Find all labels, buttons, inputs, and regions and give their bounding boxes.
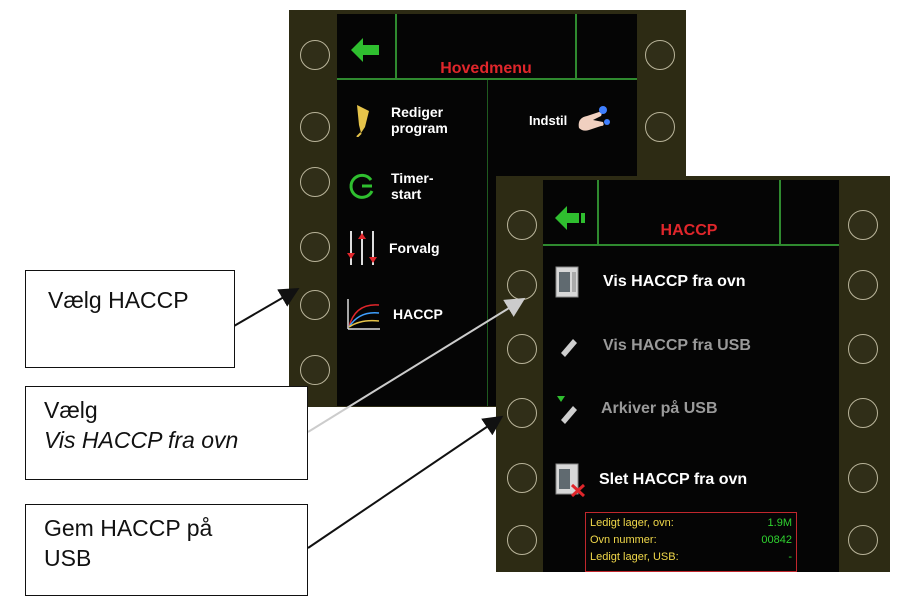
menu-item-label: Vis HACCP fra USB: [603, 337, 751, 354]
pen-icon: [356, 105, 369, 137]
usb-archive-icon: [557, 396, 577, 424]
side-button-right-4[interactable]: [848, 398, 878, 428]
callout-vis-haccp-ovn: Vælg Vis HACCP fra ovn: [25, 386, 308, 480]
side-button-left-1[interactable]: [507, 210, 537, 240]
callout-vaelg-haccp: Vælg HACCP: [25, 270, 235, 368]
side-button-left-4[interactable]: [507, 398, 537, 428]
side-button-right-3[interactable]: [848, 334, 878, 364]
side-button-left-2[interactable]: [507, 270, 537, 300]
menu-item-label: start: [391, 186, 422, 202]
callout-gem-haccp-usb: Gem HACCP på USB: [25, 504, 308, 596]
back-arrow-icon[interactable]: [351, 38, 381, 62]
menu-item-timer-start[interactable]: Timer- start: [347, 166, 434, 206]
menu-item-label: Forvalg: [389, 240, 440, 256]
menu-item-label: Indstil: [529, 112, 568, 128]
side-button-right-5[interactable]: [848, 463, 878, 493]
menu-item-label: Timer-: [391, 170, 434, 186]
hand-settings-icon: [578, 106, 611, 131]
timer-icon: [349, 173, 374, 199]
side-button-right-2[interactable]: [848, 270, 878, 300]
arrow-vis-haccp-ovn: [307, 297, 526, 433]
haccp-screen: HACCP Vis HACCP fra ovn Vis HACCP fra US…: [543, 180, 839, 572]
side-button-left-4[interactable]: [300, 232, 330, 262]
haccp-title: HACCP: [660, 222, 718, 239]
info-row: Ledigt lager, USB: -: [590, 551, 792, 563]
side-button-left-5[interactable]: [300, 290, 330, 320]
side-button-left-3[interactable]: [507, 334, 537, 364]
info-row: Ovn nummer: 00842: [590, 534, 792, 546]
menu-item-label: Vis HACCP fra ovn: [603, 273, 746, 290]
menu-item-edit-program[interactable]: Rediger program: [351, 98, 448, 142]
menu-item-vis-haccp-usb[interactable]: Vis HACCP fra USB: [557, 330, 751, 362]
side-button-left-6[interactable]: [507, 525, 537, 555]
menu-item-slet-haccp-ovn[interactable]: Slet HACCP fra ovn: [555, 462, 747, 498]
side-button-left-1[interactable]: [300, 40, 330, 70]
graph-icon: [347, 299, 380, 330]
menu-item-arkiver-usb[interactable]: Arkiver på USB: [555, 392, 718, 426]
side-button-left-6[interactable]: [300, 355, 330, 385]
oven-icon: [555, 266, 579, 298]
menu-item-forvalg[interactable]: Forvalg: [345, 228, 440, 268]
side-button-right-6[interactable]: [848, 525, 878, 555]
menu-item-label: Rediger: [391, 104, 444, 120]
side-button-right-2[interactable]: [645, 112, 675, 142]
arrow-vaelg-haccp: [233, 287, 300, 327]
storage-info-box: Ledigt lager, ovn: 1.9M Ovn nummer: 0084…: [585, 512, 797, 572]
side-button-left-3[interactable]: [300, 167, 330, 197]
arrow-gem-haccp-usb: [307, 415, 504, 549]
side-button-right-1[interactable]: [645, 40, 675, 70]
oven-delete-icon: [555, 463, 585, 497]
back-arrow-icon[interactable]: [555, 206, 587, 230]
menu-item-indstil[interactable]: Indstil: [529, 98, 613, 142]
menu-item-label: Slet HACCP fra ovn: [599, 471, 748, 488]
sliders-icon: [347, 231, 377, 265]
main-menu-title: Hovedmenu: [440, 60, 532, 77]
side-button-left-5[interactable]: [507, 463, 537, 493]
menu-item-vis-haccp-ovn[interactable]: Vis HACCP fra ovn: [555, 264, 746, 300]
menu-item-label: program: [391, 120, 448, 136]
menu-item-label: HACCP: [393, 306, 443, 322]
haccp-device: HACCP Vis HACCP fra ovn Vis HACCP fra US…: [496, 176, 890, 572]
usb-icon: [561, 339, 577, 357]
menu-item-label: Arkiver på USB: [601, 400, 718, 417]
side-button-left-2[interactable]: [300, 112, 330, 142]
side-button-right-1[interactable]: [848, 210, 878, 240]
menu-item-haccp[interactable]: HACCP: [345, 294, 443, 334]
info-row: Ledigt lager, ovn: 1.9M: [590, 517, 792, 529]
